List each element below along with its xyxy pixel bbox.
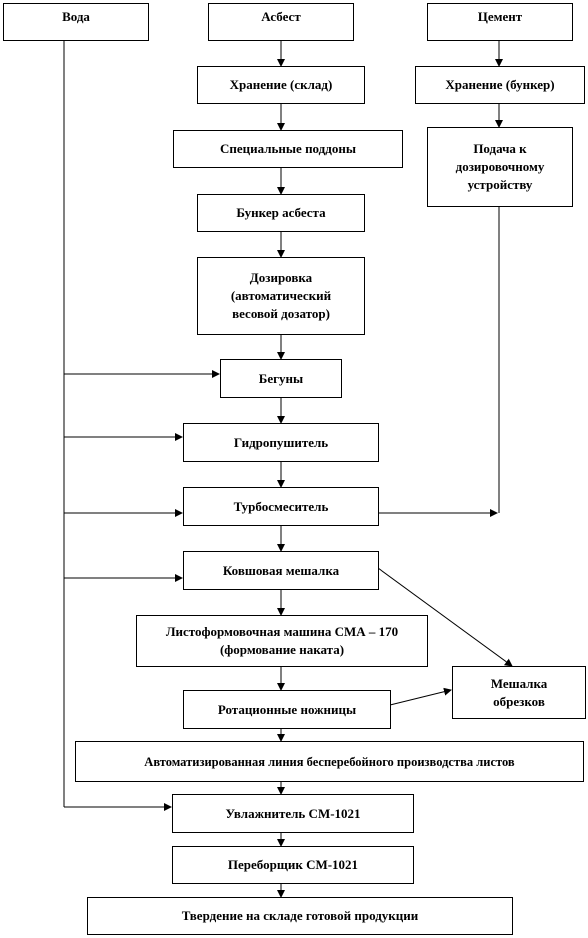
node-dozirovka: Дозировка (автоматический весовой дозато… <box>197 257 365 335</box>
node-listoformovochnaya: Листоформовочная машина СМА – 170 (формо… <box>136 615 428 667</box>
node-asbest: Асбест <box>208 3 354 41</box>
node-gidropushitel: Гидропушитель <box>183 423 379 462</box>
node-meshalka-obrezkov: Мешалка обрезков <box>452 666 586 719</box>
node-cement: Цемент <box>427 3 573 41</box>
node-kovshovaya-meshalka: Ковшовая мешалка <box>183 551 379 590</box>
node-pereborshik: Переборщик СМ-1021 <box>172 846 414 884</box>
node-uvlazhnitel: Увлажнитель СМ-1021 <box>172 794 414 833</box>
node-turbosmesitel: Турбосмеситель <box>183 487 379 526</box>
node-beguny: Бегуны <box>220 359 342 398</box>
node-voda: Вода <box>3 3 149 41</box>
node-bunker-asbesta: Бункер асбеста <box>197 194 365 232</box>
node-rotacionnye-nozhnicy: Ротационные ножницы <box>183 690 391 729</box>
node-avtomatizirovannaya-liniya: Автоматизированная линия бесперебойного … <box>75 741 584 782</box>
node-poddony: Специальные поддоны <box>173 130 403 168</box>
node-tverdenie: Твердение на складе готовой продукции <box>87 897 513 935</box>
arrow-nozhnicy-to-meshalka-obrezkov <box>389 687 452 706</box>
node-hranenie-bunker: Хранение (бункер) <box>415 66 585 104</box>
node-hranenie-sklad: Хранение (склад) <box>197 66 365 104</box>
arrow-kovsh-to-meshalka-obrezkov <box>377 567 513 667</box>
node-podacha: Подача к дозировочному устройству <box>427 127 573 207</box>
